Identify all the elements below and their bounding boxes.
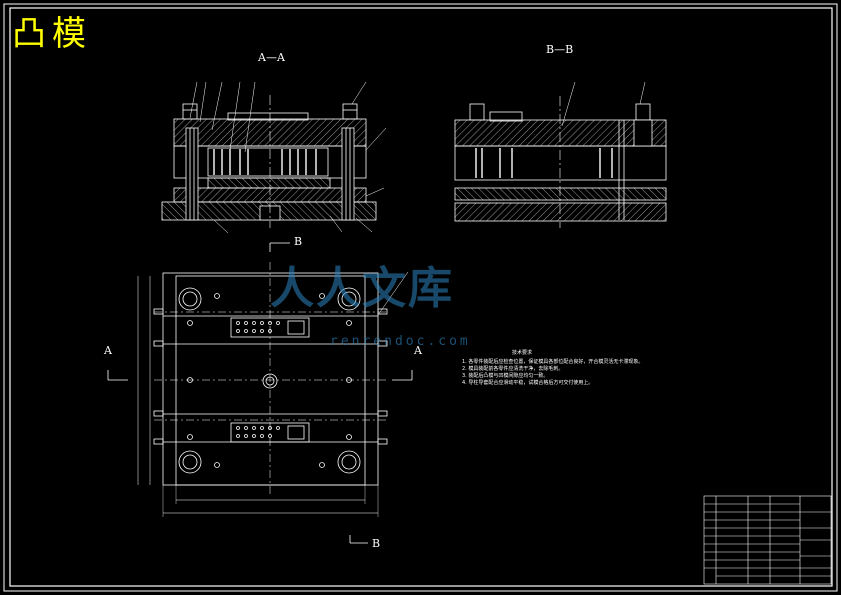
technical-note: 3. 装配后凸模与凹模间隙应均匀一致。 [462,373,549,379]
technical-notes: 技术要求 1. 各零件装配后应检查位置，保证模具各部位配合良好，开合模灵活无卡滞… [462,350,643,387]
title-block [703,495,832,585]
inner-border [9,7,833,587]
section-bb-label: B—B [546,43,574,56]
drawing-title: 凸模 [12,14,92,54]
technical-note: 2. 模具装配前各零件应清洗干净，去除毛刺。 [462,366,564,372]
watermark-text: 人人文库 [270,263,454,314]
section-marker-a-right: A [414,344,422,357]
section-bb-view [454,81,667,228]
technical-note: 4. 导柱导套配合应滑动平稳，试模合格后方可交付使用上。 [462,380,594,386]
outer-border [3,3,838,592]
section-aa-label: A—A [258,51,285,64]
plan-view [107,242,413,544]
section-aa-view [161,81,387,234]
section-marker-a-left: A [104,344,112,357]
technical-note: 1. 各零件装配后应检查位置，保证模具各部位配合良好，开合模灵活无卡滞现象。 [462,359,644,365]
section-marker-b-top: B [294,235,303,248]
section-marker-b-bottom: B [372,537,381,550]
watermark-url: renrendoc.com [330,334,471,349]
technical-notes-title: 技术要求 [512,350,533,356]
